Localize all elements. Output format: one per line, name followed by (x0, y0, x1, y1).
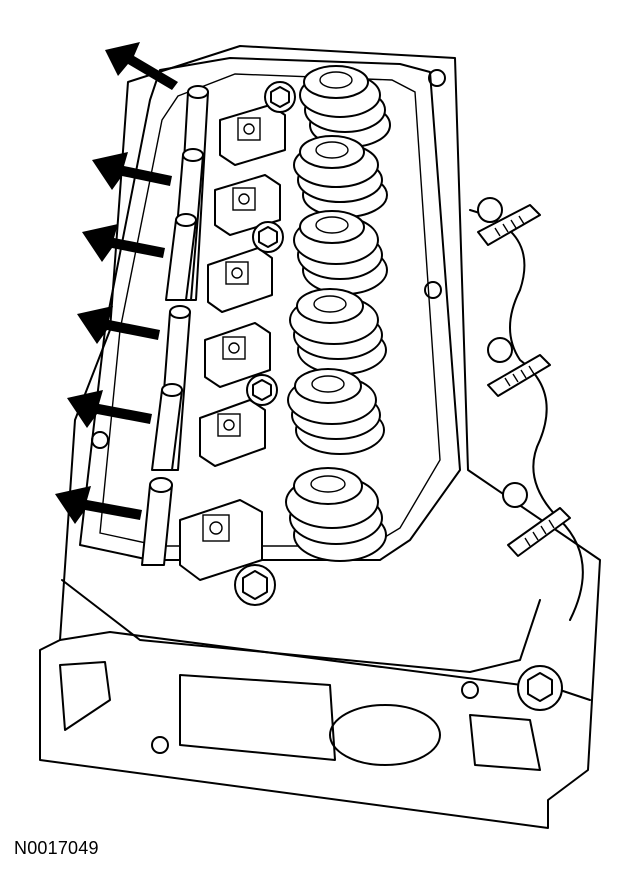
bolt-lower-right (517, 665, 563, 711)
lash-adjuster-2 (214, 174, 281, 236)
valve-spring-4 (289, 288, 387, 375)
solid-arrow-icon (92, 152, 172, 190)
lash-adjuster-3 (207, 247, 273, 313)
head-bolt-1 (264, 81, 296, 113)
valve-spring-3 (293, 210, 388, 295)
stud-2 (487, 337, 551, 397)
valve-springs (285, 65, 391, 562)
lash-adjusters (179, 104, 286, 581)
stud-3 (502, 482, 571, 557)
pointer-arrows (55, 42, 178, 524)
lash-adjuster-6 (179, 499, 263, 581)
dowel-5 (151, 383, 183, 471)
lash-adjuster-4 (204, 322, 271, 388)
valve-spring-2 (293, 135, 388, 218)
head-bolt-2 (252, 221, 284, 253)
pedestal-dowels (141, 85, 209, 566)
solid-arrow-icon (105, 42, 178, 90)
stud-1 (477, 197, 541, 246)
lash-adjuster-5 (199, 399, 266, 467)
valve-spring-5 (287, 368, 385, 455)
solid-arrow-icon (55, 486, 142, 524)
head-bolts (234, 81, 296, 606)
solid-arrow-icon (77, 306, 160, 344)
lash-adjuster-1 (219, 104, 286, 166)
solid-arrow-icon (82, 224, 165, 262)
figure-reference-code: N0017049 (14, 838, 99, 858)
dowel-6 (141, 477, 173, 566)
valve-spring-1 (299, 65, 391, 148)
dowel-3 (165, 213, 197, 301)
valve-spring-6 (285, 467, 387, 562)
head-bolt-4 (234, 564, 276, 606)
head-bolt-3 (246, 374, 278, 406)
solid-arrow-icon (67, 390, 152, 428)
exhaust-studs (477, 197, 571, 711)
